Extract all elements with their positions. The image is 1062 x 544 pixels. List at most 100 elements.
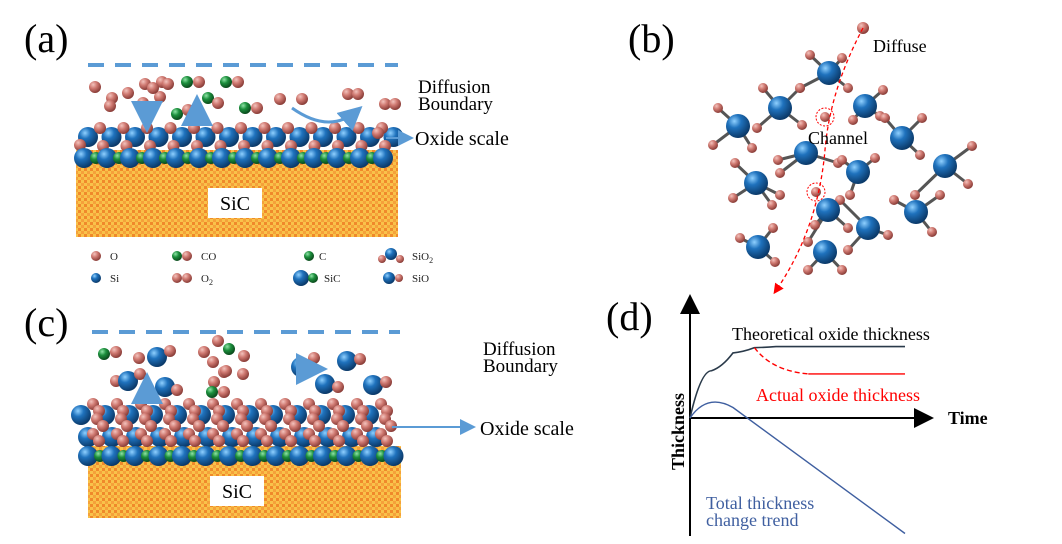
boundary-label: Boundary (483, 356, 558, 377)
silicon-atom (816, 198, 840, 222)
oxygen-atom (379, 98, 391, 110)
legend-item-sic: SiC (293, 270, 341, 286)
oxygen-atom (797, 120, 807, 130)
total-label-line2: change trend (706, 510, 798, 530)
oxygen-atom (121, 420, 133, 432)
oxygen-atom (883, 230, 893, 240)
oxygen-atom (251, 102, 263, 114)
oxygen-atom (165, 435, 177, 447)
oxygen-atom (752, 123, 762, 133)
legend-item-o2: O2 (172, 273, 213, 287)
silicon-atom (794, 141, 818, 165)
panel-b: (b) Diffuse Channel (628, 16, 977, 295)
oxygen-atom (728, 193, 738, 203)
oxide-scale-label: Oxide scale (415, 128, 509, 150)
oxygen-atom (385, 420, 397, 432)
oxygen-atom (164, 122, 177, 134)
carbon-atom (171, 108, 183, 120)
oxygen-atom (147, 82, 159, 94)
silicon-atom (853, 94, 877, 118)
sic-label: SiC (220, 193, 250, 215)
oxygen-atom (241, 420, 253, 432)
silicon-atom (195, 446, 216, 466)
oxygen-atom (803, 237, 813, 247)
oxygen-atom (207, 356, 219, 368)
silicon-atom (383, 272, 395, 284)
silicon-atom (856, 216, 880, 240)
silicon-atom (166, 148, 186, 168)
silicon-atom (235, 148, 255, 168)
legend-label: O2 (201, 273, 213, 287)
panel-c-label: (c) (24, 300, 68, 345)
silicon-atom (933, 154, 957, 178)
legend-item-c: C (304, 251, 326, 263)
silicon-atom (74, 148, 94, 168)
oxygen-atom (810, 220, 820, 230)
diffusion-label: Diffusion (483, 339, 556, 360)
oxygen-atom (361, 420, 373, 432)
oxygen-atom (843, 245, 853, 255)
silicon-atom (846, 160, 870, 184)
oxygen-atom (94, 122, 106, 134)
oxygen-atom (768, 223, 778, 233)
oxygen-atom (172, 273, 182, 283)
silicon-atom (289, 446, 310, 466)
oxygen-atom (773, 155, 783, 165)
oxygen-atom (193, 76, 205, 88)
series-total-line (689, 401, 906, 535)
carbon-atom (206, 386, 218, 398)
silicon-atom (148, 446, 169, 466)
total-label-line1: Total thickness (706, 493, 814, 513)
oxide-scale-layer-c (71, 398, 404, 466)
silicon-atom (313, 446, 333, 466)
oxygen-atom (220, 365, 232, 377)
silicon-atom (71, 405, 91, 425)
diffuse-label: Diffuse (873, 36, 927, 56)
silicon-atom (383, 446, 404, 466)
oxygen-atom (237, 435, 249, 447)
oxygen-atom (217, 420, 229, 432)
oxygen-atom (258, 122, 271, 134)
x-axis-label: Time (948, 408, 988, 428)
oxygen-atom (381, 435, 393, 447)
series-actual-dashed (753, 347, 809, 375)
panel-a: (a) SiC Diffusion Boundary Oxide scale (24, 16, 509, 237)
oxygen-atom (313, 420, 325, 432)
oxygen-atom (329, 122, 341, 134)
oxygen-atom (93, 435, 105, 447)
oxygen-atom (389, 98, 401, 110)
oxygen-atom (735, 233, 745, 243)
oxygen-atom (935, 190, 945, 200)
oxygen-atom (342, 88, 354, 100)
oxygen-atom (211, 122, 224, 134)
oxygen-atom (927, 227, 937, 237)
oxygen-atom (352, 88, 364, 100)
oxygen-atom (775, 168, 785, 178)
oxygen-atom (820, 112, 830, 122)
oxygen-atom (212, 335, 224, 347)
chart-series (689, 345, 906, 535)
carbon-atom (239, 102, 251, 114)
actual-label: Actual oxide thickness (756, 385, 920, 405)
silicon-atom (385, 248, 397, 260)
diffusion-path (773, 27, 864, 295)
oxide-scale-label: Oxide scale (480, 418, 574, 440)
series-theoretical-line (689, 345, 905, 419)
oxygen-atom (117, 435, 129, 447)
oxygen-atom (274, 93, 286, 105)
oxygen-atom (775, 190, 785, 200)
oxygen-atom (91, 251, 101, 261)
silicon-atom (817, 61, 841, 85)
silicon-atom (101, 446, 122, 466)
oxygen-atom (285, 435, 297, 447)
silicon-atom (212, 148, 232, 168)
silicon-atom (172, 446, 192, 466)
silicon-atom (125, 446, 145, 466)
silicon-atom (813, 240, 837, 264)
silicon-atom (281, 148, 301, 168)
panel-b-label: (b) (628, 16, 675, 61)
oxygen-atom (289, 420, 301, 432)
oxygen-atom (915, 150, 925, 160)
